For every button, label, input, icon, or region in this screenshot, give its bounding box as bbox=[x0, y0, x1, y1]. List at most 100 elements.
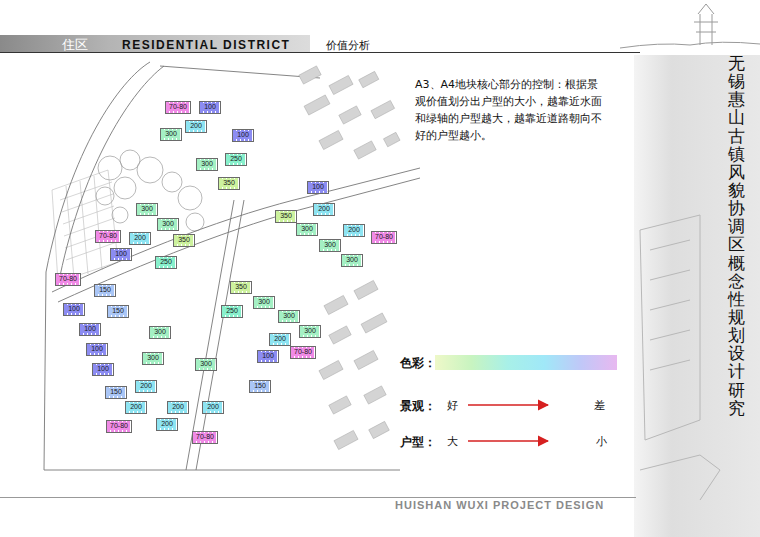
unit-size-number: 70-80 bbox=[98, 232, 118, 240]
unit-size-number: 100 bbox=[83, 325, 97, 333]
unit-size-number: 250 bbox=[229, 155, 243, 163]
section-title: RESIDENTIAL DISTRICT bbox=[122, 38, 290, 52]
unit-type-block: 100 bbox=[110, 248, 132, 261]
unit-type-block: 150 bbox=[249, 380, 271, 393]
unit-size-number: 100 bbox=[114, 250, 128, 258]
unit-type-block: 70-80 bbox=[192, 431, 218, 444]
unit-type-block: 300 bbox=[319, 239, 341, 252]
unit-type-block: 250 bbox=[155, 256, 177, 269]
unit-type-block: 250 bbox=[221, 305, 243, 318]
scale-end: 大 bbox=[447, 434, 458, 449]
unit-type-block: 150 bbox=[94, 284, 116, 297]
description-note: A3、A4地块核心部分的控制：根据景观价值划分出户型的大小，越靠近水面和绿轴的户… bbox=[415, 76, 607, 144]
unit-type-block: 100 bbox=[86, 343, 108, 356]
unit-size-number: 300 bbox=[345, 256, 359, 264]
unit-type-block: 70-80 bbox=[371, 231, 397, 244]
unit-size-number: 100 bbox=[90, 345, 104, 353]
unit-size-number: 150 bbox=[253, 382, 267, 390]
unit-size-number: 200 bbox=[347, 226, 361, 234]
unit-type-block: 300 bbox=[278, 310, 300, 323]
unit-size-number: 350 bbox=[222, 179, 236, 187]
unit-size-number: 100 bbox=[236, 131, 250, 139]
unit-size-number: 200 bbox=[129, 403, 143, 411]
unit-type-block: 200 bbox=[156, 418, 178, 431]
unit-type-block: 250 bbox=[225, 153, 247, 166]
vertical-title: 无锡惠山古镇风貌协调区概念性规划设计研究 bbox=[728, 55, 745, 418]
unit-type-block: 300 bbox=[341, 254, 363, 267]
unit-type-block: 300 bbox=[253, 296, 275, 309]
unit-size-number: 300 bbox=[153, 328, 167, 336]
unit-type-block: 200 bbox=[313, 203, 335, 216]
unit-size-number: 200 bbox=[189, 122, 203, 130]
unit-size-number: 70-80 bbox=[109, 422, 129, 430]
unit-type-block: 150 bbox=[105, 386, 127, 399]
unit-type-block: 300 bbox=[142, 352, 164, 365]
unit-type-block: 300 bbox=[195, 358, 217, 371]
scale-end: 小 bbox=[596, 434, 607, 449]
unit-size-number: 200 bbox=[160, 420, 174, 428]
unit-size-number: 300 bbox=[199, 360, 213, 368]
unit-type-block: 200 bbox=[185, 120, 207, 133]
unit-type-block: 200 bbox=[343, 224, 365, 237]
unit-size-number: 150 bbox=[109, 388, 123, 396]
unit-type-block: 200 bbox=[129, 232, 151, 245]
unit-type-block: 100 bbox=[257, 350, 279, 363]
unit-type-block: 350 bbox=[218, 177, 240, 190]
unit-size-number: 250 bbox=[225, 307, 239, 315]
unit-size-number: 70-80 bbox=[195, 433, 215, 441]
unit-type-block: 200 bbox=[202, 401, 224, 414]
unit-type-block: 300 bbox=[299, 325, 321, 338]
unit-size-number: 300 bbox=[300, 225, 314, 233]
unit-size-number: 300 bbox=[164, 130, 178, 138]
unit-type-block: 200 bbox=[269, 333, 291, 346]
unit-size-number: 300 bbox=[161, 220, 175, 228]
unit-type-block: 200 bbox=[135, 380, 157, 393]
unit-type-block: 300 bbox=[196, 158, 218, 171]
unit-type-block: 70-80 bbox=[55, 273, 81, 286]
unit-size-number: 100 bbox=[96, 365, 110, 373]
scale-end: 好 bbox=[447, 398, 458, 413]
page-subtitle: 价值分析 bbox=[326, 38, 370, 53]
unit-size-number: 200 bbox=[139, 382, 153, 390]
unit-size-number: 300 bbox=[140, 205, 154, 213]
unit-type-block: 150 bbox=[107, 305, 129, 318]
unit-size-number: 70-80 bbox=[58, 275, 78, 283]
unit-size-number: 100 bbox=[261, 352, 275, 360]
unit-size-number: 350 bbox=[234, 283, 248, 291]
unit-type-block: 100 bbox=[232, 129, 254, 142]
unit-type-block: 100 bbox=[199, 101, 221, 114]
unit-type-block: 300 bbox=[160, 128, 182, 141]
unit-type-block: 350 bbox=[173, 234, 195, 247]
unit-type-block: 100 bbox=[79, 323, 101, 336]
unit-size-number: 300 bbox=[303, 327, 317, 335]
unit-size-number: 300 bbox=[146, 354, 160, 362]
unit-size-number: 200 bbox=[171, 403, 185, 411]
unit-size-number: 200 bbox=[206, 403, 220, 411]
unit-type-block: 70-80 bbox=[95, 230, 121, 243]
unit-size-number: 100 bbox=[311, 183, 325, 191]
unit-type-block: 300 bbox=[296, 223, 318, 236]
legend-heading: 色彩： bbox=[400, 355, 436, 372]
section-tag: 住区 bbox=[62, 36, 88, 54]
unit-type-block: 70-80 bbox=[165, 101, 191, 114]
unit-type-block: 300 bbox=[157, 218, 179, 231]
unit-type-block: 100 bbox=[307, 181, 329, 194]
unit-type-block: 70-80 bbox=[290, 346, 316, 359]
unit-size-number: 300 bbox=[200, 160, 214, 168]
unit-size-number: 150 bbox=[111, 307, 125, 315]
unit-type-block: 350 bbox=[275, 210, 297, 223]
unit-size-number: 70-80 bbox=[293, 348, 313, 356]
unit-type-block: 100 bbox=[92, 363, 114, 376]
unit-type-block: 300 bbox=[149, 326, 171, 339]
unit-size-number: 350 bbox=[279, 212, 293, 220]
legend-heading: 户型： bbox=[400, 434, 436, 451]
unit-size-number: 70-80 bbox=[374, 233, 394, 241]
unit-size-number: 70-80 bbox=[168, 103, 188, 111]
unit-size-number: 350 bbox=[177, 236, 191, 244]
unit-size-number: 200 bbox=[317, 205, 331, 213]
unit-type-block: 200 bbox=[125, 401, 147, 414]
unit-type-block: 100 bbox=[63, 303, 85, 316]
unit-size-number: 300 bbox=[257, 298, 271, 306]
